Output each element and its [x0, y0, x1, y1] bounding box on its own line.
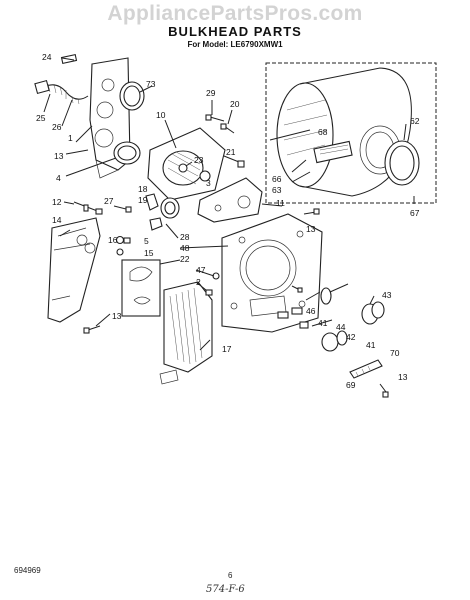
callout-label: 62	[410, 116, 420, 126]
callout-label: 12	[52, 197, 62, 207]
hose-part	[34, 79, 89, 105]
callout-label: 1	[68, 133, 73, 143]
callout-label: 27	[104, 196, 114, 206]
callout-label: 70	[390, 348, 400, 358]
drum-seal-ring	[384, 140, 420, 186]
screw-12	[73, 201, 103, 215]
callout-label: 13	[54, 151, 64, 161]
callout-labels: 24 25 26 73 1 13 4 10 23 29 20 21 3 27 1…	[36, 52, 420, 390]
callout-label: 2	[196, 277, 201, 287]
blower-housing-part	[147, 127, 226, 201]
bulkhead-seal-ring	[113, 141, 141, 165]
handwritten-note: 574-F-6	[206, 584, 245, 595]
callout-label: 25	[36, 113, 46, 123]
callout-label: 68	[318, 127, 328, 137]
callout-label: 41	[366, 340, 376, 350]
callout-label: 66	[272, 174, 282, 184]
callout-label: 47	[196, 265, 206, 275]
callout-label: 14	[52, 215, 62, 225]
screw-set-panel	[83, 208, 320, 334]
heater-duct-part	[159, 281, 213, 385]
callout-label: 48	[180, 243, 190, 253]
callout-label: 3	[206, 178, 211, 188]
callout-label: 15	[144, 248, 154, 258]
callout-label: 41	[318, 318, 328, 328]
page-number: 6	[228, 571, 233, 580]
callout-label: 10	[156, 110, 166, 120]
callout-label: 24	[42, 52, 52, 62]
bulkhead-panel-part	[221, 213, 323, 333]
callout-label: 26	[52, 122, 62, 132]
callout-label: 67	[410, 208, 420, 218]
callout-label: 20	[230, 99, 240, 109]
heater-coil-part	[121, 259, 161, 317]
callout-label: 16	[108, 235, 118, 245]
callout-label: 29	[206, 88, 216, 98]
screw-27	[113, 205, 132, 213]
callout-label: 46	[306, 306, 316, 316]
callout-label: 69	[346, 380, 356, 390]
callout-label: 19	[138, 195, 148, 205]
leader-lines	[43, 57, 415, 351]
small-hardware-16-5-15	[115, 235, 131, 256]
screw-set-upper	[205, 114, 245, 168]
callout-label: 5	[144, 236, 149, 246]
callout-label: 13	[112, 311, 122, 321]
drum-assembly-box	[265, 62, 437, 204]
pulley-part	[145, 193, 180, 231]
gasket-ring	[119, 81, 145, 111]
callout-label: 73	[146, 79, 156, 89]
callout-label: 28	[180, 232, 190, 242]
small-hardware-47-2	[205, 272, 220, 296]
callout-label: 13	[398, 372, 408, 382]
callout-label: 21	[226, 147, 236, 157]
document-number: 694969	[14, 566, 41, 575]
callout-label: 17	[222, 344, 232, 354]
roller-assembly-part	[277, 283, 385, 352]
page-title: BULKHEAD PARTS	[168, 24, 302, 39]
front-panel-part	[47, 217, 101, 323]
callout-label: 23	[194, 155, 204, 165]
drum-part	[276, 67, 412, 197]
idler-shaft-part	[349, 359, 389, 398]
model-subtitle: For Model: LE6790XMW1	[187, 40, 283, 49]
callout-label: 44	[336, 322, 346, 332]
watermark: AppliancePartsPros.com	[107, 2, 363, 25]
callout-label: 13	[306, 224, 316, 234]
callout-label: 4	[56, 173, 61, 183]
callout-label: 18	[138, 184, 148, 194]
callout-label: 43	[382, 290, 392, 300]
callout-label: 11	[276, 198, 285, 208]
exhaust-duct-part	[89, 57, 131, 179]
motor-bracket-part	[197, 177, 263, 223]
callout-label: 42	[346, 332, 356, 342]
callout-label: 63	[272, 185, 282, 195]
callout-label: 22	[180, 254, 190, 264]
